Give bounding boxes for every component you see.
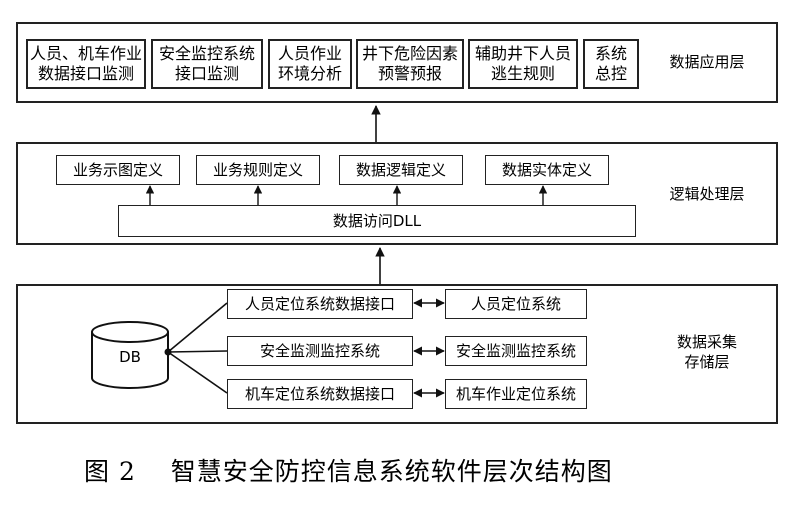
app-module-1: 人员、机车作业 数据接口监测	[26, 39, 146, 89]
figure-caption: 图 2 智慧安全防控信息系统软件层次结构图	[84, 457, 613, 486]
application-layer-label: 数据应用层	[669, 53, 745, 71]
system-2: 安全监测监控系统	[445, 336, 587, 366]
system-3: 机车作业定位系统	[445, 379, 587, 409]
db-line-2	[167, 350, 228, 353]
app-module-5: 辅助井下人员 逃生规则	[468, 39, 578, 89]
interface-3: 机车定位系统数据接口	[227, 379, 413, 409]
interface-1: 人员定位系统数据接口	[227, 289, 413, 319]
storage-layer-label: 数据采集 存储层	[676, 333, 737, 371]
logic-def-4: 数据实体定义	[485, 155, 609, 185]
logic-def-2: 业务规则定义	[196, 155, 320, 185]
db-line-3	[167, 351, 228, 394]
logic-layer-label: 逻辑处理层	[669, 185, 745, 203]
app-module-6: 系统 总控	[583, 39, 639, 89]
app-module-4: 井下危险因素 预警预报	[356, 39, 464, 89]
data-access-dll: 数据访问DLL	[118, 205, 636, 237]
logic-def-1: 业务示图定义	[56, 155, 180, 185]
app-module-3: 人员作业 环境分析	[268, 39, 352, 89]
db-cylinder-icon	[91, 321, 169, 389]
interface-2: 安全监测监控系统	[227, 336, 413, 366]
system-1: 人员定位系统	[445, 289, 587, 319]
db-line-1	[167, 302, 228, 353]
app-module-2: 安全监控系统 接口监测	[151, 39, 263, 89]
db-label: DB	[119, 348, 141, 366]
logic-def-3: 数据逻辑定义	[339, 155, 463, 185]
